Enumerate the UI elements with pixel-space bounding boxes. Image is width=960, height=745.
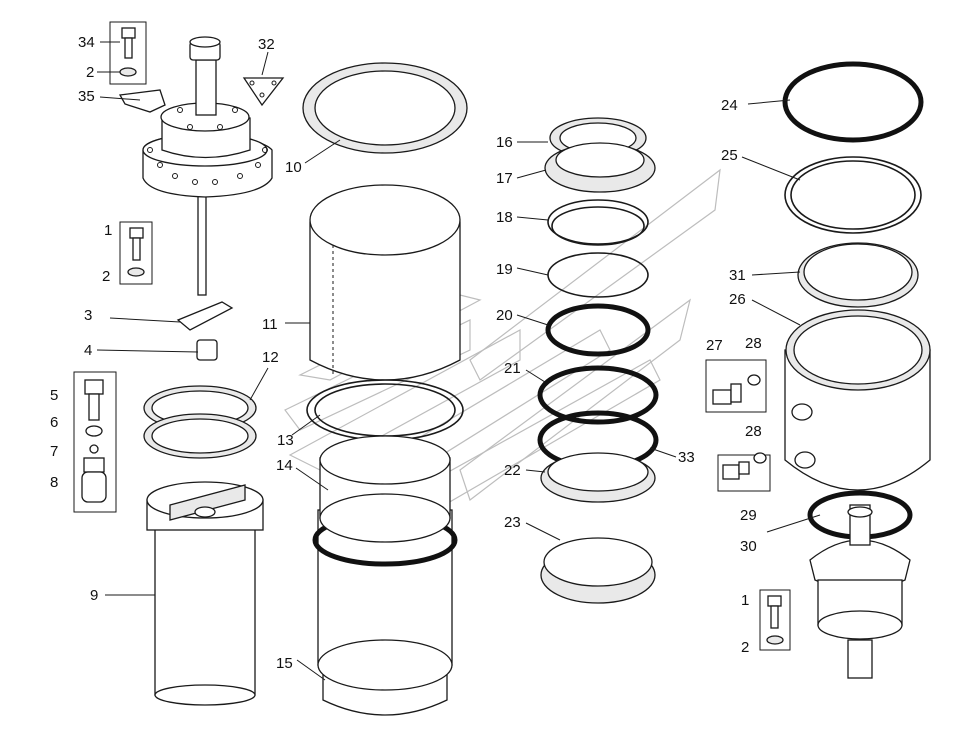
callout-6: 6	[50, 414, 58, 431]
callout-30: 30	[740, 538, 757, 555]
callout-28-lower: 28	[745, 423, 762, 440]
callout-10: 10	[285, 159, 302, 176]
callout-24: 24	[721, 97, 738, 114]
callout-2-mid: 2	[102, 268, 110, 285]
filter-cylinder-9	[146, 481, 264, 706]
cylinder-sleeve-11	[309, 184, 461, 381]
seal-28a	[747, 374, 761, 386]
callout-7: 7	[50, 443, 58, 460]
bolt-1-right	[767, 595, 782, 629]
callout-20: 20	[496, 307, 513, 324]
callout-1-right: 1	[741, 592, 749, 609]
ball-7	[89, 444, 99, 454]
callout-27: 27	[706, 337, 723, 354]
callout-25: 25	[721, 147, 738, 164]
washer-2	[119, 67, 137, 77]
callout-19: 19	[496, 261, 513, 278]
callout-35: 35	[78, 88, 95, 105]
callout-29: 29	[740, 507, 757, 524]
callout-26: 26	[729, 291, 746, 308]
callout-5: 5	[50, 387, 58, 404]
plug-27	[712, 383, 742, 405]
plate-3	[176, 301, 234, 331]
fitting-5	[84, 379, 104, 421]
callout-4: 4	[84, 342, 92, 359]
flanged-cylinder-14	[312, 435, 458, 716]
washer-2-mid	[127, 267, 145, 277]
upper-flange-assembly	[142, 36, 273, 296]
fitting-4	[196, 339, 218, 361]
callout-2-right: 2	[741, 639, 749, 656]
callout-11: 11	[262, 316, 278, 333]
callout-8: 8	[50, 474, 58, 491]
banjo-fitting-8	[81, 457, 107, 503]
callout-16: 16	[496, 134, 513, 151]
callout-15: 15	[276, 655, 293, 672]
plug-29	[722, 461, 750, 480]
leader-lines	[96, 41, 821, 681]
seal-28b	[753, 452, 767, 464]
callout-14: 14	[276, 457, 293, 474]
callout-12: 12	[262, 349, 279, 366]
gasket-10	[302, 62, 468, 154]
callout-13: 13	[277, 432, 294, 449]
washer-2-right	[766, 635, 784, 645]
callout-labels: 34 2 35 32 10 16 17 18 19 20 21 22 23 33…	[50, 34, 762, 672]
seal-6	[85, 425, 103, 437]
callout-22: 22	[504, 462, 521, 479]
callout-18: 18	[496, 209, 513, 226]
callout-2: 2	[86, 64, 94, 81]
callout-34: 34	[78, 34, 95, 51]
callout-31: 31	[729, 267, 746, 284]
bolt-1	[129, 227, 144, 261]
o-ring-13	[306, 379, 464, 441]
callout-28: 28	[745, 335, 762, 352]
ring-stack	[537, 117, 659, 604]
callout-32: 32	[258, 36, 275, 53]
right-assembly	[782, 61, 931, 679]
bracket-35	[118, 89, 166, 113]
callout-9: 9	[90, 587, 98, 604]
callout-23: 23	[504, 514, 521, 531]
bolt-34	[121, 27, 136, 59]
callout-17: 17	[496, 170, 513, 187]
seal-rings-12	[143, 385, 257, 459]
callout-21: 21	[504, 360, 521, 377]
callout-1: 1	[104, 222, 112, 239]
callout-3: 3	[84, 307, 92, 324]
callout-33: 33	[678, 449, 695, 466]
